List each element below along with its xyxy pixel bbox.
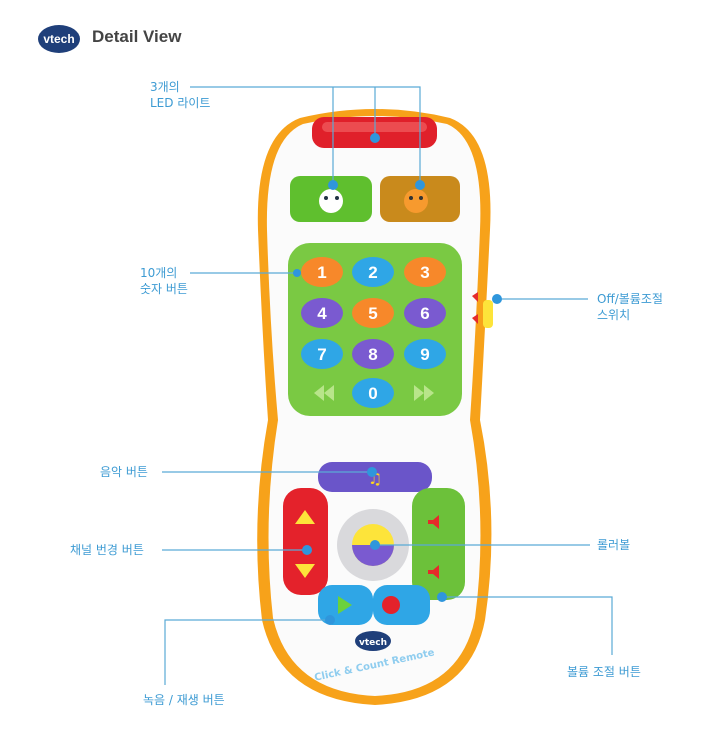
side-switch (483, 300, 493, 328)
rewind-icon (314, 385, 334, 401)
number-key-label: 0 (368, 384, 377, 403)
channel-button (283, 488, 328, 595)
number-key[interactable] (352, 339, 394, 369)
number-key[interactable] (404, 339, 446, 369)
volume-button (412, 488, 465, 600)
forward-icon (414, 385, 434, 401)
remote-logo-text: vtech (359, 638, 387, 648)
label-volume: 볼륨 조절 버튼 (567, 665, 641, 679)
callout-dots (293, 133, 502, 625)
number-key-label: 7 (317, 345, 326, 364)
page-title: Detail View (92, 27, 182, 46)
number-key[interactable] (301, 339, 343, 369)
remote-logo (355, 631, 391, 651)
number-key-label: 6 (420, 304, 429, 323)
number-key[interactable] (404, 257, 446, 287)
number-key-label: 1 (317, 263, 326, 282)
volume-up-icon (428, 515, 439, 529)
number-key[interactable] (352, 298, 394, 328)
logo-text: vtech (43, 32, 75, 46)
label-channel: 채널 번경 버튼 (70, 543, 144, 557)
label-roller: 롤러볼 (597, 538, 631, 552)
record-button (373, 585, 430, 625)
number-keys: 1 2 3 4 5 6 7 8 9 0 (301, 257, 446, 408)
number-key-label: 5 (368, 304, 377, 323)
vtech-logo: vtech (38, 25, 80, 53)
number-key-label: 8 (368, 345, 377, 364)
label-record: 녹음 / 재생 버튼 (143, 693, 225, 707)
number-key[interactable] (404, 298, 446, 328)
play-icon (338, 596, 352, 614)
volume-down-icon (428, 565, 439, 579)
number-key-label: 9 (420, 345, 429, 364)
channel-down-icon (295, 564, 315, 578)
number-key[interactable] (301, 298, 343, 328)
number-key[interactable] (352, 378, 394, 408)
number-key-label: 4 (317, 304, 327, 323)
label-music: 음악 버튼 (100, 465, 148, 479)
callout-lines (162, 86, 613, 685)
music-button (318, 462, 432, 492)
number-key-label: 3 (420, 263, 429, 282)
record-icon (382, 596, 400, 614)
number-key[interactable] (352, 257, 394, 287)
number-key-label: 2 (368, 263, 377, 282)
channel-up-icon (295, 510, 315, 524)
number-key[interactable] (301, 257, 343, 287)
